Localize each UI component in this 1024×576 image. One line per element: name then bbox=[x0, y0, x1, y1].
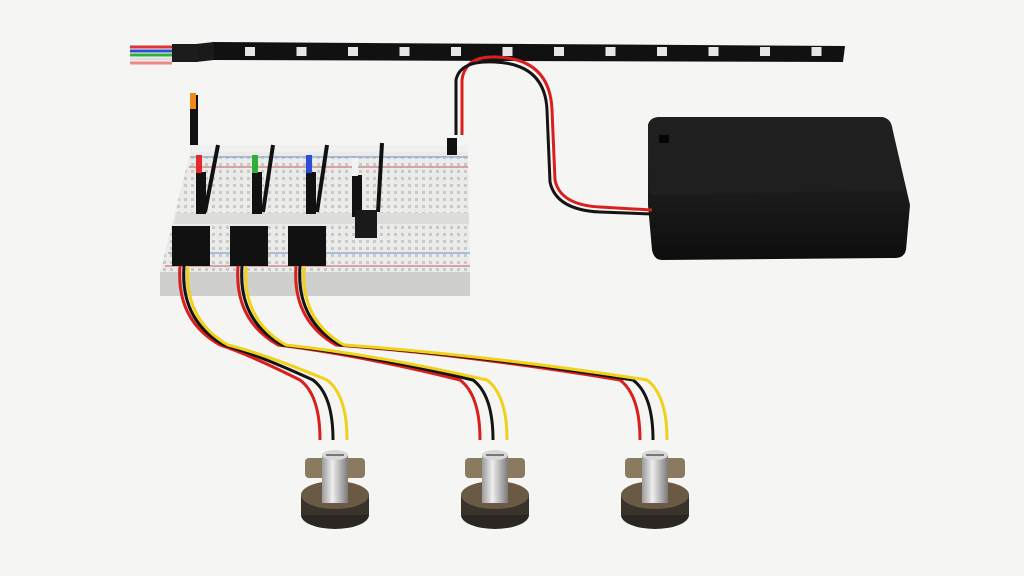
jumpers bbox=[190, 93, 457, 238]
potentiometer[interactable] bbox=[621, 450, 689, 529]
led bbox=[811, 47, 822, 56]
led bbox=[708, 47, 719, 56]
led bbox=[399, 47, 410, 56]
led bbox=[348, 47, 358, 56]
battery-wire-red bbox=[460, 55, 653, 212]
led-strip bbox=[130, 42, 845, 65]
battery-wire-black bbox=[454, 60, 653, 216]
led bbox=[657, 47, 667, 56]
led bbox=[605, 47, 616, 56]
led bbox=[502, 47, 513, 56]
led bbox=[760, 47, 770, 56]
led bbox=[451, 47, 461, 56]
potentiometer[interactable] bbox=[301, 450, 369, 529]
pot-connectors bbox=[172, 226, 326, 266]
led bbox=[554, 47, 564, 56]
wire-yellow bbox=[186, 265, 349, 441]
breadboard bbox=[160, 145, 470, 296]
power-switch[interactable] bbox=[659, 135, 669, 143]
potentiometer[interactable] bbox=[461, 450, 529, 529]
wire-yellow bbox=[302, 265, 669, 441]
led bbox=[296, 47, 307, 56]
wire-yellow bbox=[244, 265, 509, 441]
push-button[interactable] bbox=[355, 210, 377, 238]
led bbox=[245, 47, 255, 56]
wire-black bbox=[182, 265, 335, 441]
battery-box bbox=[648, 117, 910, 260]
wire-red bbox=[178, 265, 322, 441]
strip-connector bbox=[130, 44, 198, 65]
